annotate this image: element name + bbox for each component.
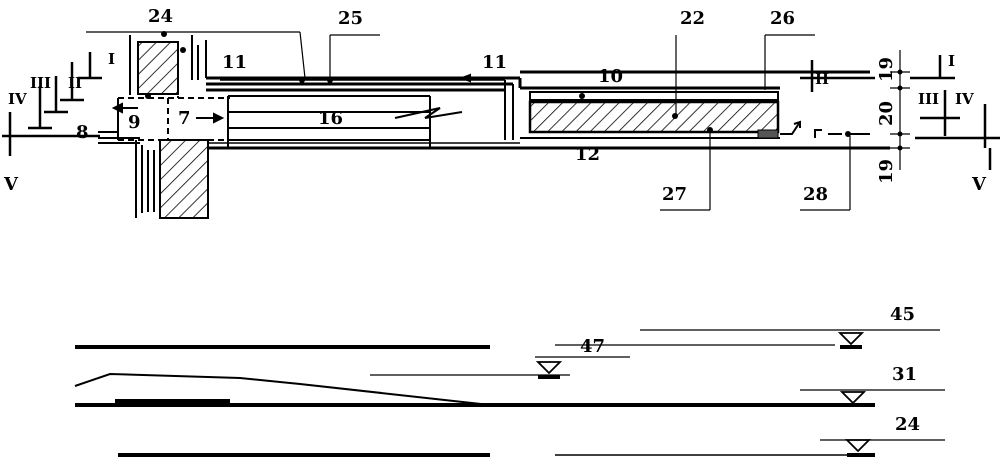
elevation-marker-31	[839, 391, 867, 405]
nodes	[145, 31, 851, 137]
section-IV-right: IV	[955, 90, 974, 108]
elevation-45: 45	[890, 304, 915, 325]
label-22: 22	[680, 8, 705, 29]
label-8: 8	[76, 122, 89, 143]
label-12: 12	[575, 144, 600, 165]
leaders	[86, 31, 851, 211]
elevation-marker-47	[535, 361, 563, 379]
elevation-marker-45	[837, 332, 865, 349]
label-10: 10	[598, 66, 623, 87]
outlet-28	[814, 129, 870, 138]
label-24: 24	[148, 6, 173, 27]
label-16: 16	[318, 108, 343, 129]
section-II-right: II	[815, 70, 829, 88]
label-9: 9	[128, 112, 141, 133]
hatched-wall-upper	[137, 41, 179, 95]
dimension-ticks	[897, 69, 903, 151]
section-marks-left	[2, 52, 102, 156]
profile-thick-segment	[115, 399, 230, 406]
label-19-top: 19	[876, 57, 897, 82]
section-IV-left: IV	[8, 90, 27, 108]
label-7: 7	[178, 108, 191, 129]
chamber-22-top-pipe	[529, 91, 779, 101]
outlet-arrow	[780, 121, 801, 135]
label-11-b: 11	[482, 52, 507, 73]
outlet-arrowhead	[793, 120, 801, 128]
elevation-47: 47	[580, 336, 605, 357]
sheet-piles	[129, 35, 207, 218]
elevation-24: 24	[895, 414, 920, 435]
plan-labels: 24 25 22 26 11 11 10 16 7 9 8 12 27 28 1…	[3, 6, 987, 205]
label-26: 26	[770, 8, 795, 29]
section-II-left: II	[68, 74, 82, 92]
dashed-frame	[118, 46, 230, 141]
elevation-leaders	[370, 329, 945, 441]
label-27: 27	[662, 184, 687, 205]
label-19-bottom: 19	[876, 159, 897, 184]
label-28: 28	[803, 184, 828, 205]
section-V-left: V	[3, 174, 19, 195]
section-V-right: V	[971, 174, 987, 195]
elevation-31: 31	[892, 364, 917, 385]
label-11-a: 11	[222, 52, 247, 73]
plan-view	[2, 31, 1000, 219]
valve-26	[757, 129, 779, 139]
section-III-right: III	[918, 90, 939, 108]
label-25: 25	[338, 8, 363, 29]
section-I-right: I	[948, 52, 955, 70]
left-outlet	[98, 98, 140, 144]
profile-view: 45 47 31 24	[74, 304, 945, 457]
canal-top-wall	[206, 70, 870, 92]
section-I-left: I	[108, 50, 115, 68]
label-20: 20	[876, 101, 897, 126]
chamber-16	[227, 95, 463, 148]
section-III-left: III	[30, 74, 51, 92]
hatched-chamber-22	[528, 100, 780, 134]
hatched-wall-lower	[159, 139, 209, 219]
elevation-marker-24	[844, 439, 875, 457]
section-marks-right	[800, 55, 1000, 170]
profile-slope	[74, 372, 491, 406]
